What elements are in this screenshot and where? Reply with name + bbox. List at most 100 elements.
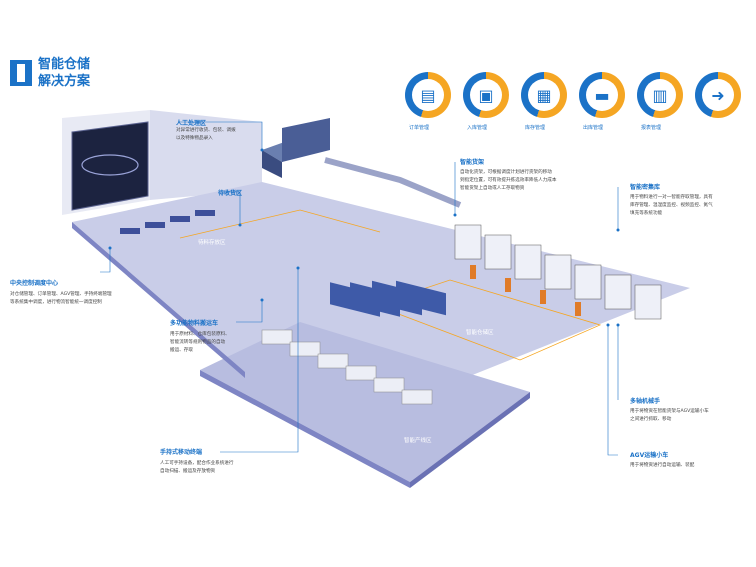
module-5-badge: ➜ bbox=[695, 72, 741, 118]
zone-production-label: 智能产线区 bbox=[404, 438, 432, 444]
dashboard-map bbox=[81, 154, 139, 176]
dashboard-screen bbox=[71, 121, 149, 211]
callout-handheld-body-1: 人工可手持设备，配合作业系统进行 bbox=[160, 461, 234, 466]
main-floor-edge bbox=[72, 222, 245, 378]
machine-4 bbox=[345, 365, 377, 381]
callout-agv-multi-body-1: 用于原材料、仓库包装原料、 bbox=[170, 332, 230, 337]
callout-storage-title: 智能密集库 bbox=[630, 184, 661, 191]
callout-manual-body-1: 对异常进行收货、包装、调拨 bbox=[176, 128, 236, 133]
callout-agv-body-1: 用于将物资进行自动运输、装配 bbox=[630, 463, 695, 468]
callout-shelf-body-3: 智能货架上自动或人工存取物资 bbox=[460, 186, 525, 191]
callout-control-body-1: 对仓储管理、订单管理、AGV管理、手持终端管理 bbox=[10, 292, 112, 297]
callout-pending: 待收货区 bbox=[218, 188, 242, 197]
storage-unit-2 bbox=[484, 234, 512, 270]
robot-arm-3 bbox=[540, 290, 546, 304]
production-floor bbox=[200, 322, 530, 482]
report-icon: ▥ bbox=[644, 79, 676, 111]
module-4-badge: ▥ bbox=[637, 72, 683, 118]
page-title-line1: 智能仓储 bbox=[38, 57, 91, 72]
zone-truck-label: 到货 bbox=[298, 178, 310, 184]
arrow-icon: ➜ bbox=[702, 79, 734, 111]
machine-3 bbox=[317, 353, 349, 369]
callout-storage-body-3: 填充等系统功能 bbox=[630, 211, 663, 216]
callout-handheld-body-2: 自动扫描、搬运及存放物资 bbox=[160, 469, 216, 474]
machine-5 bbox=[373, 377, 405, 393]
document-icon: ▤ bbox=[412, 79, 444, 111]
zone-line-pending bbox=[179, 209, 381, 239]
storage-unit-3 bbox=[514, 244, 542, 280]
storage-unit-5 bbox=[574, 264, 602, 300]
machine-2 bbox=[289, 341, 321, 357]
inbound-box-icon: ▣ bbox=[470, 79, 502, 111]
callout-shelf-body-2: 到指定位置，可有效提升拣选效率降低人力成本 bbox=[460, 178, 557, 183]
machine-6 bbox=[401, 389, 433, 405]
inventory-icon: ▦ bbox=[528, 79, 560, 111]
module-3-badge: ▬ bbox=[579, 72, 625, 118]
callout-arm-body-1: 用于将物资在智能货架与AGV运输小车 bbox=[630, 409, 709, 414]
callout-storage: 智能密集库 用于物料进行一对一智能存取管理，具有 库存管理、温湿度监控、视频监控… bbox=[630, 182, 713, 218]
module-4-label: 报表管理 bbox=[641, 125, 662, 131]
callout-control: 中央控制调度中心 对仓储管理、订单管理、AGV管理、手持终端管理 等系统集中调度… bbox=[10, 278, 112, 307]
page-title-line2: 解决方案 bbox=[38, 74, 91, 89]
control-desks bbox=[120, 210, 215, 234]
page-title: 智能仓储 解决方案 bbox=[38, 56, 90, 90]
leader-pending bbox=[220, 191, 241, 225]
leader-control bbox=[100, 248, 111, 273]
callout-dots bbox=[108, 148, 620, 327]
robot-arm-1 bbox=[470, 265, 476, 279]
robot-arm-2 bbox=[505, 278, 511, 292]
storage-unit-7 bbox=[634, 284, 662, 320]
storage-unit-6 bbox=[604, 274, 632, 310]
production-machines bbox=[261, 329, 433, 405]
callout-arm: 多轴机械手 用于将物资在智能货架与AGV运输小车 之间进行抓取、移动 bbox=[630, 396, 709, 424]
callout-storage-body-2: 库存管理、温湿度监控、视频监控、氮气 bbox=[630, 203, 713, 208]
leader-agv-multi bbox=[236, 300, 263, 323]
storage-unit-4 bbox=[544, 254, 572, 290]
conveyor-belt bbox=[324, 157, 462, 208]
module-0-label: 订单管理 bbox=[409, 125, 430, 131]
callout-manual-title: 人工处理区 bbox=[176, 120, 207, 127]
storage-racks bbox=[330, 280, 446, 317]
callout-shelf-body-1: 自动化货架，可根据调度计划进行货架的移动 bbox=[460, 170, 552, 175]
delivery-truck bbox=[262, 118, 330, 178]
callout-storage-body-1: 用于物料进行一对一智能存取管理，具有 bbox=[630, 195, 713, 200]
module-0-badge: ▤ bbox=[405, 72, 451, 118]
robot-arm-4 bbox=[575, 302, 581, 316]
leader-agv bbox=[607, 325, 618, 456]
callout-arm-title: 多轴机械手 bbox=[630, 398, 661, 405]
storage-unit-1 bbox=[454, 224, 482, 260]
callout-agv-multi-body-2: 智能流转等规则物品的自动 bbox=[170, 340, 226, 345]
desk-2 bbox=[145, 222, 165, 228]
leader-handheld bbox=[220, 268, 299, 453]
callout-handheld-title: 手持式移动终端 bbox=[160, 449, 203, 456]
zone-warehouse-label: 智能仓储区 bbox=[466, 330, 494, 336]
production-floor-edge-right bbox=[410, 392, 530, 488]
desk-3 bbox=[170, 216, 190, 222]
smart-storage-units bbox=[454, 224, 662, 320]
callout-agv-multi-body-3: 搬运、存取 bbox=[170, 348, 193, 353]
callout-control-body-2: 等系统集中调度，进行物流智能统一调度控制 bbox=[10, 300, 102, 305]
leader-manual bbox=[178, 121, 263, 150]
callout-agv-multi: 多功能物料搬运车 用于原材料、仓库包装原料、 智能流转等规则物品的自动 搬运、存… bbox=[170, 318, 230, 355]
production-floor-edge bbox=[200, 370, 410, 488]
robot-arms bbox=[470, 265, 581, 316]
delivery-truck-icon: ▬ bbox=[586, 79, 618, 111]
title-mark-stroke bbox=[17, 64, 25, 82]
desk-1 bbox=[120, 228, 140, 234]
module-1-label: 入库管理 bbox=[467, 125, 488, 131]
zone-pending-label: 待料存放区 bbox=[198, 240, 226, 246]
module-2-badge: ▦ bbox=[521, 72, 567, 118]
module-2-label: 库存管理 bbox=[525, 125, 546, 131]
callout-shelf-title: 智能货架 bbox=[460, 159, 485, 166]
callout-leaders bbox=[100, 121, 619, 456]
callout-shelf: 智能货架 自动化货架，可根据调度计划进行货架的移动 到指定位置，可有效提升拣选效… bbox=[460, 157, 556, 193]
callout-pending-title: 待收货区 bbox=[218, 190, 243, 197]
callout-manual-body-2: 以及特殊物品录入 bbox=[176, 136, 213, 141]
desk-4 bbox=[195, 210, 215, 216]
callout-handheld: 手持式移动终端 人工可手持设备，配合作业系统进行 自动扫描、搬运及存放物资 bbox=[160, 447, 234, 476]
rack-4 bbox=[396, 280, 446, 316]
callout-manual: 人工处理区 对异常进行收货、包装、调拨 以及特殊物品录入 bbox=[176, 118, 236, 143]
callout-control-title: 中央控制调度中心 bbox=[10, 280, 59, 287]
callout-agv: AGV运输小车 用于将物资进行自动运输、装配 bbox=[630, 450, 694, 470]
module-1-badge: ▣ bbox=[463, 72, 509, 118]
